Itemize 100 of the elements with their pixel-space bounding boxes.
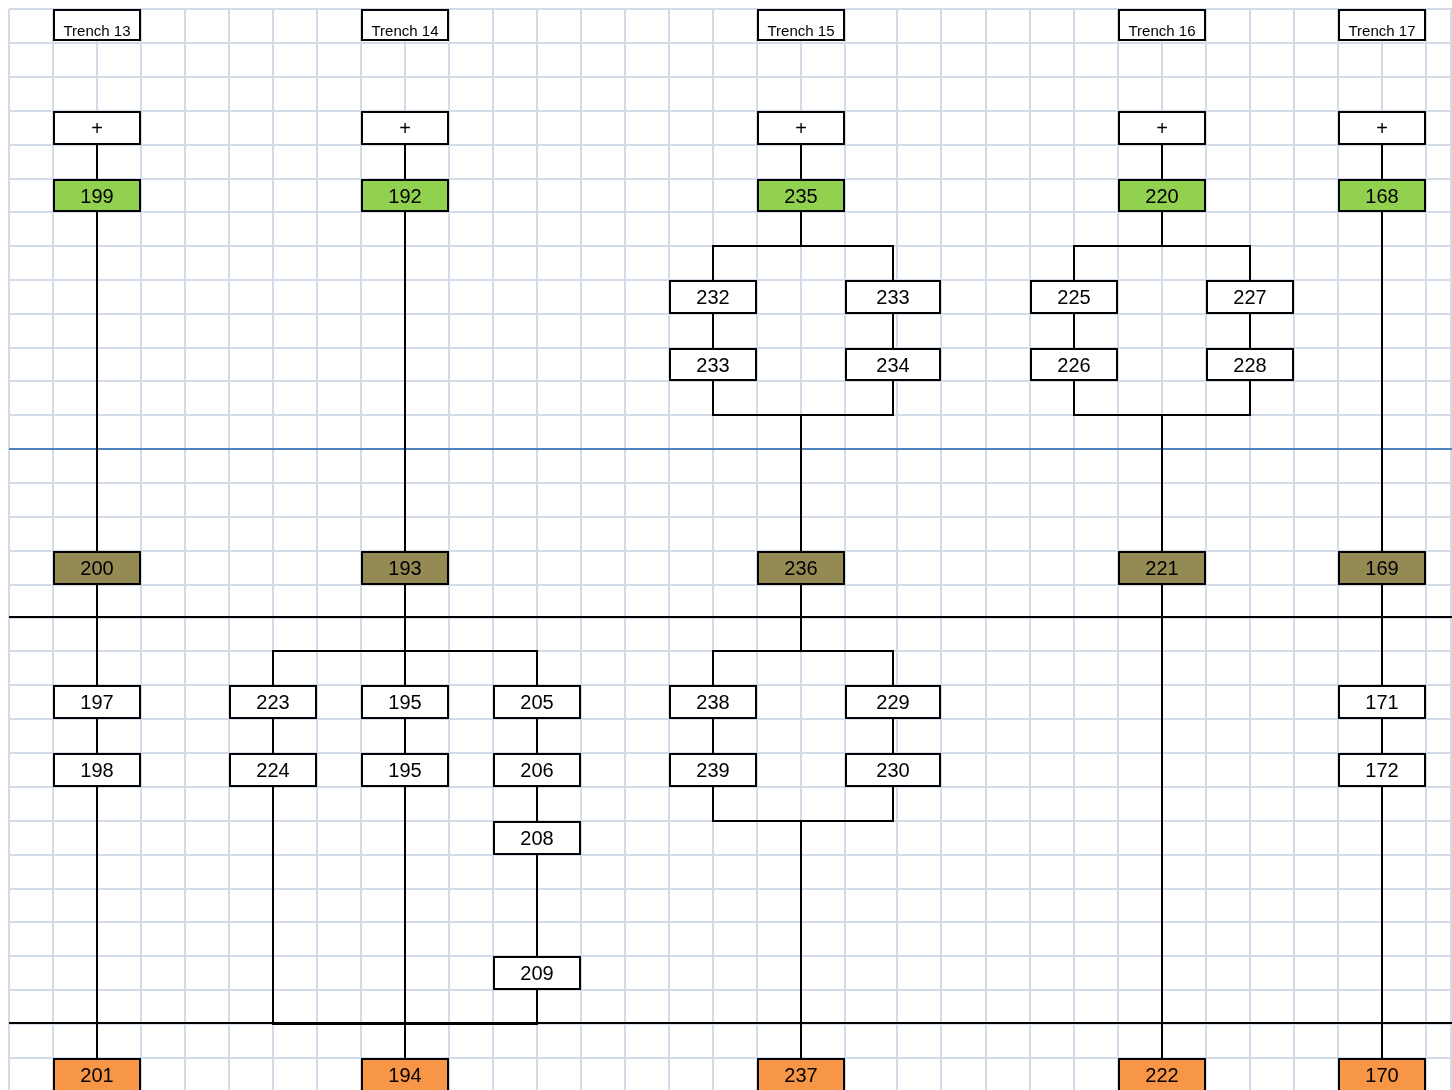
context-box [1338, 179, 1426, 212]
context-box [1338, 111, 1426, 145]
connector-line [800, 786, 894, 1059]
connector-line [1381, 718, 1383, 754]
context-box [53, 753, 141, 787]
context-number: + [795, 118, 807, 138]
trench-label [1118, 9, 1206, 41]
context-number: Trench 15 [767, 23, 835, 38]
connector-line [272, 718, 274, 754]
context-box [53, 111, 141, 145]
context-number: Trench 16 [1128, 23, 1196, 38]
context-box [229, 753, 317, 787]
context-number: 201 [80, 1065, 114, 1085]
context-number: 168 [1365, 185, 1399, 206]
connector-line [1381, 584, 1383, 686]
context-box [845, 280, 941, 314]
context-box [1206, 348, 1294, 381]
connector-line [1381, 786, 1383, 1059]
context-number: + [399, 118, 411, 138]
context-number: 200 [80, 558, 114, 578]
context-box [361, 179, 449, 212]
connector-line [800, 584, 894, 686]
context-number: 239 [696, 760, 730, 780]
context-box [845, 753, 941, 787]
context-box [53, 551, 141, 585]
context-box [1338, 753, 1426, 787]
context-box [757, 111, 845, 145]
context-box [493, 685, 581, 719]
connector-line [800, 144, 802, 180]
context-box [669, 753, 757, 787]
context-box [1118, 1058, 1206, 1090]
context-box [493, 956, 581, 990]
context-number: 220 [1145, 185, 1179, 206]
connector-line [892, 313, 894, 349]
context-number: 229 [876, 692, 910, 712]
context-box [1030, 280, 1118, 314]
context-number: 192 [388, 185, 422, 206]
context-number: 199 [80, 185, 114, 206]
context-number: 195 [388, 692, 422, 712]
context-number: + [1156, 118, 1168, 138]
context-number: 169 [1365, 558, 1399, 578]
context-box [757, 551, 845, 585]
context-box [1118, 179, 1206, 212]
connector-line [1381, 144, 1383, 180]
connector-line [536, 854, 538, 957]
context-number: 233 [696, 354, 730, 375]
connector-line [536, 718, 538, 754]
context-number: 223 [256, 692, 290, 712]
context-number: 193 [388, 558, 422, 578]
context-box [1338, 551, 1426, 585]
context-box [493, 821, 581, 855]
connector-line [800, 380, 894, 552]
connector-line [1161, 211, 1251, 281]
context-box [361, 1058, 449, 1090]
context-number: 232 [696, 287, 730, 307]
context-number: 238 [696, 692, 730, 712]
context-number: + [1376, 118, 1388, 138]
context-number: 194 [388, 1065, 422, 1085]
context-number: 198 [80, 760, 114, 780]
connector-line [1161, 380, 1251, 552]
context-number: Trench 14 [371, 23, 439, 38]
context-number: 221 [1145, 558, 1179, 578]
trench-label [757, 9, 845, 41]
connector-line [536, 786, 538, 822]
connector-line [96, 718, 98, 754]
connector-line [712, 313, 714, 349]
context-box [669, 280, 757, 314]
context-number: 234 [876, 354, 910, 375]
context-number: 226 [1057, 354, 1091, 375]
context-box [229, 685, 317, 719]
context-box [669, 348, 757, 381]
context-box [1118, 551, 1206, 585]
connector-line [96, 211, 98, 552]
context-box [493, 753, 581, 787]
connector-line [96, 786, 98, 1059]
context-box [361, 685, 449, 719]
context-box [361, 551, 449, 585]
context-box [757, 179, 845, 212]
context-number: 237 [784, 1065, 818, 1085]
connector-line [404, 144, 406, 180]
context-number: 230 [876, 760, 910, 780]
context-box [757, 1058, 845, 1090]
connector-line [800, 211, 894, 281]
context-box [1338, 1058, 1426, 1090]
connector-line [712, 718, 714, 754]
context-number: Trench 17 [1348, 23, 1416, 38]
connector-line [1161, 144, 1163, 180]
connector-line [404, 584, 538, 686]
context-number: 222 [1145, 1065, 1179, 1085]
context-number: 224 [256, 760, 290, 780]
context-box [669, 685, 757, 719]
connector-line [404, 718, 406, 754]
connector-line [404, 211, 406, 552]
context-box [53, 179, 141, 212]
connector-line [1381, 211, 1383, 552]
context-number: 171 [1365, 692, 1399, 712]
connector-line [96, 584, 98, 686]
context-number: 206 [520, 760, 554, 780]
context-number: 205 [520, 692, 554, 712]
connector-line [1073, 313, 1075, 349]
